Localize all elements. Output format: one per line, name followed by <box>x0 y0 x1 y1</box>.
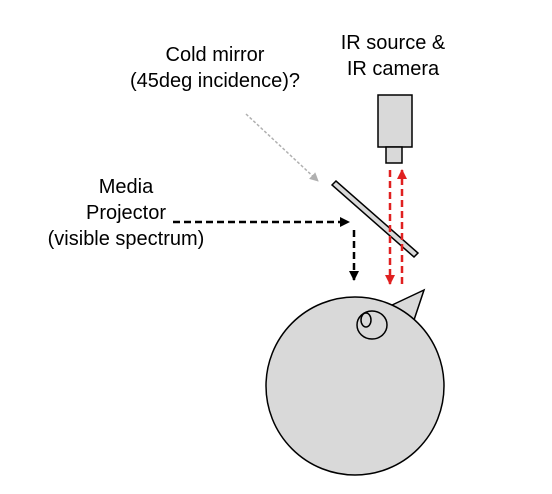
projector-label-line-1: Media <box>98 176 154 198</box>
ir-camera-lens <box>385 146 403 164</box>
projector-label-line-2: Projector <box>85 202 167 224</box>
ir-source-label-line-2: IR camera <box>346 58 440 80</box>
ir-source-label-line-1: IR source & <box>340 32 446 54</box>
projector-label-line-3: (visible spectrum) <box>47 228 205 250</box>
ir-source-label: IR source & IR camera <box>318 30 468 82</box>
head <box>265 296 445 476</box>
projector-label: Media Projector (visible spectrum) <box>26 174 226 252</box>
eye-pupil <box>360 312 372 328</box>
cold-mirror-pointer-line <box>245 113 319 182</box>
ir-camera-body <box>377 94 413 148</box>
cold-mirror-label: Cold mirror (45deg incidence)? <box>90 42 340 94</box>
cold-mirror-label-line-1: Cold mirror <box>165 44 265 66</box>
cold-mirror <box>330 179 420 259</box>
cold-mirror-label-line-2: (45deg incidence)? <box>129 70 301 92</box>
